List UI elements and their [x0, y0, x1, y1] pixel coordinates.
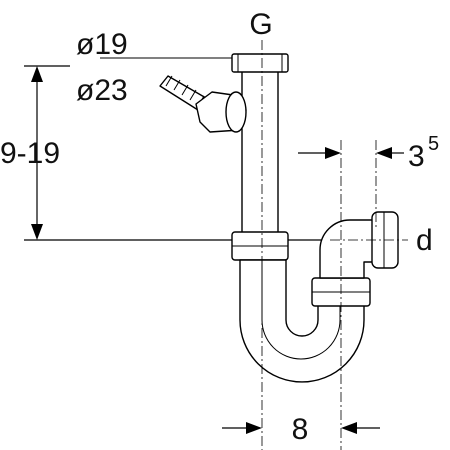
- tailpiece-pipe: [241, 69, 279, 239]
- height-range-label: 9-19: [0, 137, 60, 170]
- height-arrow-top: [31, 66, 43, 82]
- offset-label: 3: [408, 140, 425, 173]
- tailpiece-tube: [231, 53, 289, 239]
- offset-arrow-right: [376, 147, 392, 159]
- hose-connector: [159, 75, 247, 133]
- height-arrow-bottom: [31, 224, 43, 240]
- hose-elbow-collar: [225, 91, 247, 133]
- offset-dimension: [298, 147, 404, 159]
- outlet-label: d: [416, 224, 433, 257]
- offset-arrow-left: [325, 147, 341, 159]
- hose-barbs: [165, 75, 205, 107]
- u-bend-trap: [239, 259, 365, 383]
- thread-label: G: [249, 8, 272, 41]
- width-arrow-left: [246, 422, 262, 434]
- hose-large-label: ø23: [76, 74, 128, 107]
- width-dimension: [222, 422, 380, 434]
- width-label: 8: [292, 413, 309, 446]
- width-arrow-right: [341, 422, 357, 434]
- offset-superscript: 5: [428, 133, 439, 155]
- hose-small-label: ø19: [76, 28, 128, 61]
- outlet-elbow: [319, 219, 377, 279]
- trap-inner-line: [261, 260, 341, 360]
- thread-nut-g: [231, 53, 289, 73]
